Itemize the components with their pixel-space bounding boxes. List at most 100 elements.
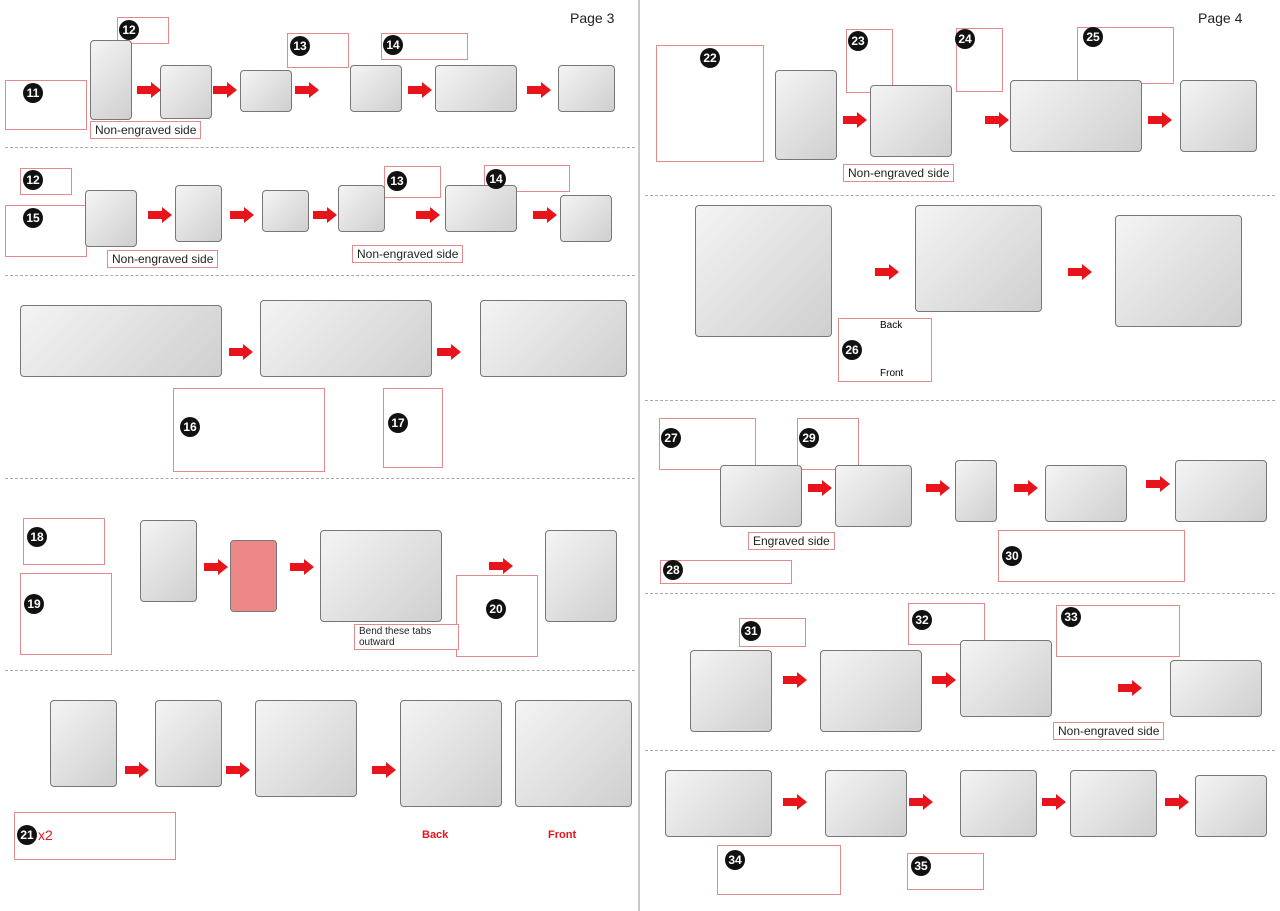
page-divider [638, 0, 640, 911]
assembly-model [480, 300, 627, 377]
part-callout-21 [14, 812, 176, 860]
step-number: 16 [180, 417, 200, 437]
row-divider [645, 195, 1275, 196]
step-number: 12 [119, 20, 139, 40]
step-number: 17 [388, 413, 408, 433]
front-view-label: Front [548, 829, 577, 841]
row-divider [645, 750, 1275, 751]
step-number: 22 [700, 48, 720, 68]
step-number: 24 [955, 29, 975, 49]
quantity-multiplier: x2 [38, 827, 53, 843]
step-number: 29 [799, 428, 819, 448]
part-callout-30 [998, 530, 1185, 582]
assembly-model [1175, 460, 1267, 522]
assembly-model [695, 205, 832, 337]
part-callout-11 [5, 80, 87, 130]
step-number: 15 [23, 208, 43, 228]
step-number: 25 [1083, 27, 1103, 47]
assembly-model [155, 700, 222, 787]
step-number: 35 [911, 856, 931, 876]
back-view-label: Back [422, 829, 449, 841]
row-divider [5, 275, 635, 276]
assembly-model [515, 700, 632, 807]
non-engraved-side-label: Non-engraved side [843, 164, 955, 182]
step-number: 14 [486, 169, 506, 189]
row-divider [5, 670, 635, 671]
step-number: 28 [663, 560, 683, 580]
non-engraved-side-label: Non-engraved side [1053, 722, 1165, 740]
step-number: 12 [23, 170, 43, 190]
part-callout-29 [797, 418, 859, 470]
assembly-model [20, 305, 222, 377]
assembly-model [1045, 465, 1127, 522]
step-number: 11 [23, 83, 43, 103]
step-number: 30 [1002, 546, 1022, 566]
row-divider [645, 593, 1275, 594]
step-number: 32 [912, 610, 932, 630]
assembly-model [320, 530, 442, 622]
step-number: 26 [842, 340, 862, 360]
assembly-model [50, 700, 117, 787]
assembly-model [690, 650, 772, 732]
assembly-model [1115, 215, 1242, 327]
step-number: 20 [486, 599, 506, 619]
assembly-model [175, 185, 222, 242]
assembly-model [240, 70, 292, 112]
assembly-model [260, 300, 432, 377]
non-engraved-side-label: Non-engraved side [107, 250, 219, 268]
step-number: 21 [17, 825, 37, 845]
assembly-model [720, 465, 802, 527]
assembly-model [1010, 80, 1142, 152]
step-number: 18 [27, 527, 47, 547]
step-number: 13 [290, 36, 310, 56]
assembly-model [1180, 80, 1257, 152]
assembly-model [665, 770, 772, 837]
assembly-model [825, 770, 907, 837]
assembly-model [558, 65, 615, 112]
assembly-model [160, 65, 212, 119]
assembly-model [435, 65, 517, 112]
assembly-model [545, 530, 617, 622]
assembly-model [140, 520, 197, 602]
assembly-model [870, 85, 952, 157]
assembly-model [338, 185, 385, 232]
assembly-model [960, 640, 1052, 717]
assembly-model [1070, 770, 1157, 837]
assembly-model [560, 195, 612, 242]
assembly-model [955, 460, 997, 522]
assembly-model [1195, 775, 1267, 837]
part-callout-19 [20, 573, 112, 655]
front-label: Front [880, 368, 904, 379]
assembly-model [835, 465, 912, 527]
assembly-model [90, 40, 132, 120]
step-number: 14 [383, 35, 403, 55]
step-number: 13 [387, 171, 407, 191]
assembly-model [262, 190, 309, 232]
row-divider [5, 478, 635, 479]
page-4-label: Page 4 [1198, 10, 1243, 26]
non-engraved-side-label: Non-engraved side [352, 245, 464, 263]
part-callout-18 [23, 518, 105, 565]
non-engraved-side-label: Non-engraved side [90, 121, 202, 139]
step-number: 33 [1061, 607, 1081, 627]
row-divider [5, 147, 635, 148]
assembly-model [230, 540, 277, 612]
assembly-model [1170, 660, 1262, 717]
step-number: 34 [725, 850, 745, 870]
assembly-model [915, 205, 1042, 312]
assembly-model [350, 65, 402, 112]
page-3-label: Page 3 [570, 10, 615, 26]
assembly-model [85, 190, 137, 247]
step-number: 19 [24, 594, 44, 614]
assembly-model [820, 650, 922, 732]
assembly-model [445, 185, 517, 232]
engraved-side-label: Engraved side [748, 532, 835, 550]
assembly-model [255, 700, 357, 797]
step-number: 27 [661, 428, 681, 448]
step-number: 23 [848, 31, 868, 51]
assembly-model [960, 770, 1037, 837]
row-divider [645, 400, 1275, 401]
part-callout-15 [5, 205, 87, 257]
step-number: 31 [741, 621, 761, 641]
